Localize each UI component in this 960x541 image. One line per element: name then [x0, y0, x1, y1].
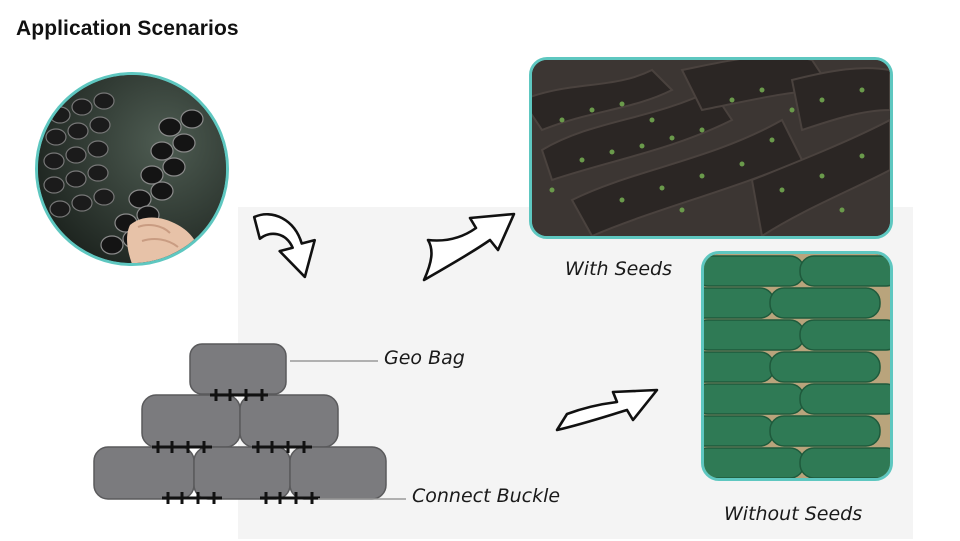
geo-bag-label: Geo Bag: [384, 347, 465, 369]
page-title: Application Scenarios: [16, 17, 239, 40]
geo-bag-bottom-middle: [193, 446, 291, 500]
connect-buckle-label: Connect Buckle: [412, 485, 561, 507]
geo-bag-top: [189, 343, 287, 395]
without-seeds-photo: [701, 251, 893, 481]
geocell-photo: [35, 72, 229, 266]
connect-buckle-leader-line: [318, 498, 406, 500]
geo-bag-middle-left: [141, 394, 241, 448]
geo-bag-bottom-left: [93, 446, 195, 500]
curved-down-arrow-icon: [252, 212, 317, 279]
diagonal-right-arrow-icon: [555, 388, 659, 432]
geo-bag-leader-line: [290, 360, 378, 362]
with-seeds-label: With Seeds: [565, 258, 672, 280]
geo-bag-bottom-right: [289, 446, 387, 500]
geo-bag-middle-right: [239, 394, 339, 448]
without-seeds-label: Without Seeds: [724, 503, 863, 525]
diagonal-up-arrow-icon: [422, 212, 516, 282]
with-seeds-photo: [529, 57, 893, 239]
